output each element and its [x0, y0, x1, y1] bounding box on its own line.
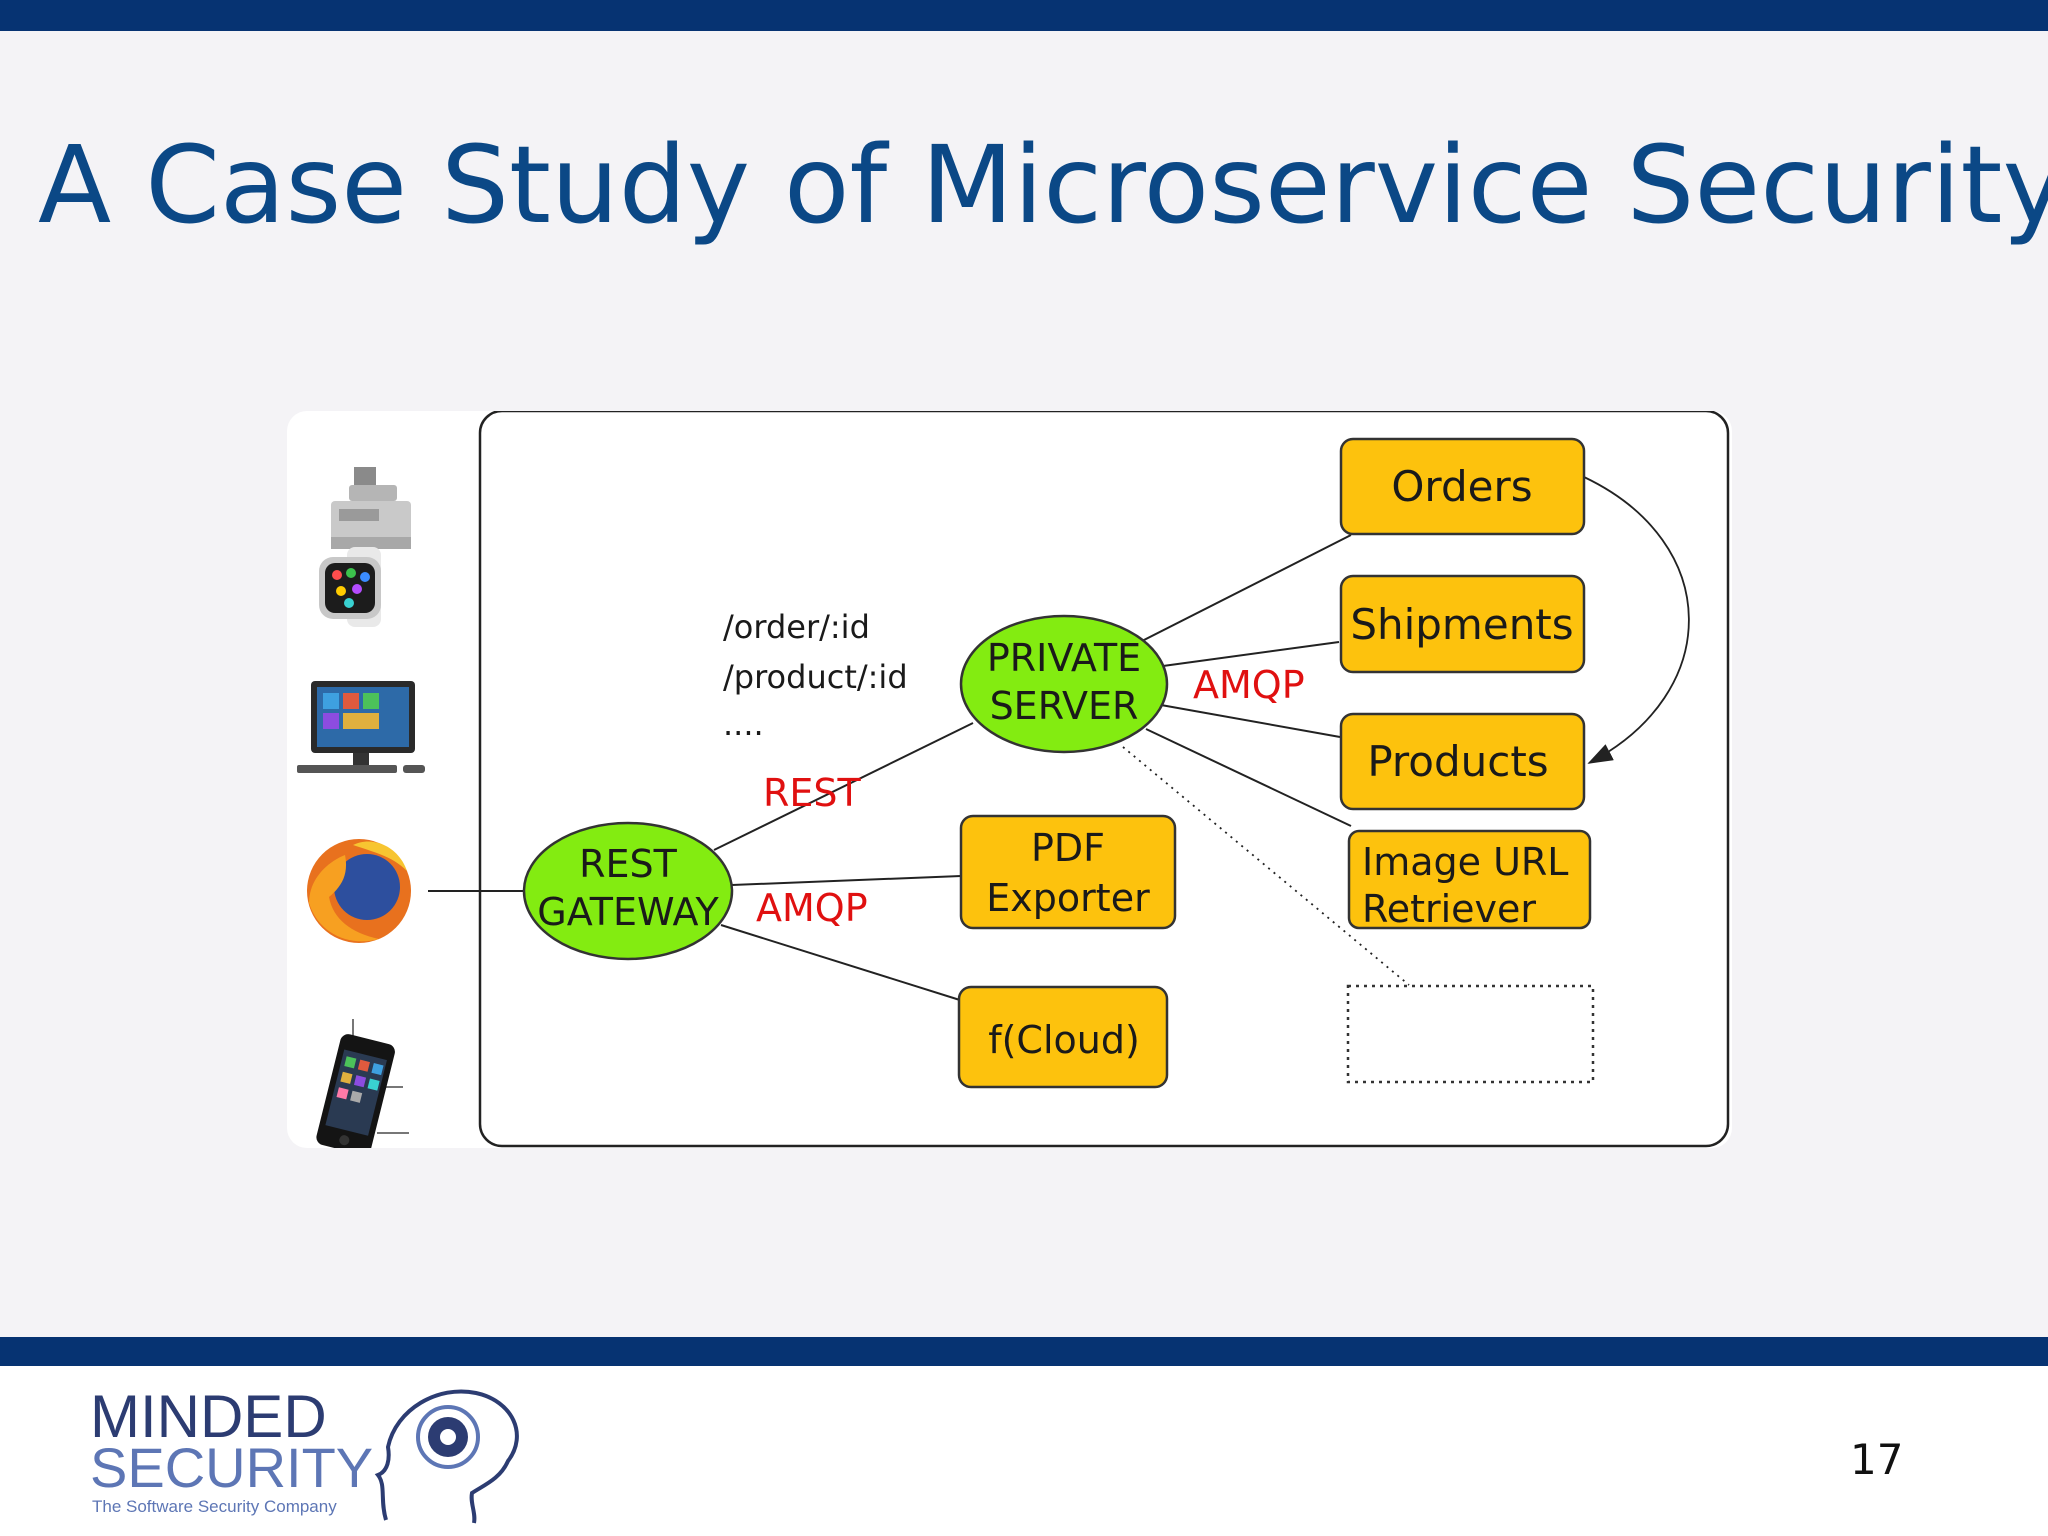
f-cloud-node	[957, 985, 1169, 1089]
logo-text-security: SECURITY	[90, 1436, 373, 1499]
gateway-to-pdf-line	[731, 875, 962, 886]
products-label: Products	[1367, 737, 1548, 786]
private-server-label-line2: SERVER	[990, 684, 1139, 728]
gateway-to-cloud-line	[720, 924, 964, 1002]
page-number: 17	[1850, 1435, 1904, 1484]
protocol-amqp-gateway-label: AMQP	[756, 886, 868, 930]
placeholder-service-node	[1346, 984, 1595, 1084]
architecture-diagram: REST GATEWAY PRIVATE SERVER Orders Shipm…	[287, 411, 1732, 1148]
server-to-products-line	[1160, 704, 1341, 738]
image-url-retriever-label-line1: Image URL	[1362, 840, 1568, 884]
protocol-rest-label: REST	[763, 771, 862, 815]
logo-text-minded: MINDED	[90, 1383, 327, 1450]
server-to-shipments-line	[1162, 641, 1340, 667]
route-order: /order/:id	[723, 608, 870, 646]
client-devices	[297, 467, 425, 1148]
rest-gateway-label-line1: REST	[579, 842, 678, 886]
private-server-node	[959, 614, 1169, 754]
pdf-exporter-label-line2: Exporter	[986, 876, 1150, 920]
server-to-orders-line	[1141, 534, 1352, 642]
top-brand-bar	[0, 0, 2048, 31]
connectors	[428, 458, 1690, 1002]
footer	[0, 1366, 2048, 1536]
smartphone-icon	[316, 1019, 409, 1148]
minded-security-logo: MINDED SECURITY The Software Security Co…	[90, 1383, 519, 1524]
logo-head-icon	[374, 1389, 519, 1524]
orders-products-arc	[1559, 458, 1690, 764]
bottom-brand-bar	[0, 1337, 2048, 1366]
pdf-exporter-label-line1: PDF	[1031, 826, 1105, 870]
browser-icon	[307, 839, 411, 943]
gateway-to-server-line	[713, 722, 974, 851]
cash-register-icon	[331, 467, 411, 549]
desktop-computer-icon	[297, 681, 425, 773]
pdf-exporter-node	[959, 814, 1177, 930]
f-cloud-label: f(Cloud)	[988, 1018, 1140, 1062]
shipments-node	[1339, 574, 1586, 674]
rest-gateway-label-line2: GATEWAY	[537, 890, 719, 934]
orders-label: Orders	[1391, 462, 1532, 511]
diagram-canvas: REST GATEWAY PRIVATE SERVER Orders Shipm…	[297, 411, 1730, 1148]
orders-node	[1339, 437, 1586, 536]
rest-gateway-node	[522, 821, 734, 961]
server-to-image-retriever-line	[1145, 728, 1352, 827]
slide-title: A Case Study of Microservice Security	[38, 124, 2048, 248]
image-url-retriever-label-line2: Retriever	[1362, 887, 1536, 931]
image-url-retriever-node	[1347, 829, 1592, 930]
route-ellipsis: ....	[723, 705, 764, 743]
products-node	[1339, 712, 1586, 811]
logo-tagline: The Software Security Company	[92, 1497, 337, 1516]
smartwatch-icon	[319, 547, 381, 627]
private-server-label-line1: PRIVATE	[987, 636, 1141, 680]
shipments-label: Shipments	[1350, 600, 1573, 649]
protocol-amqp-server-label: AMQP	[1193, 663, 1305, 707]
route-product: /product/:id	[723, 658, 908, 696]
